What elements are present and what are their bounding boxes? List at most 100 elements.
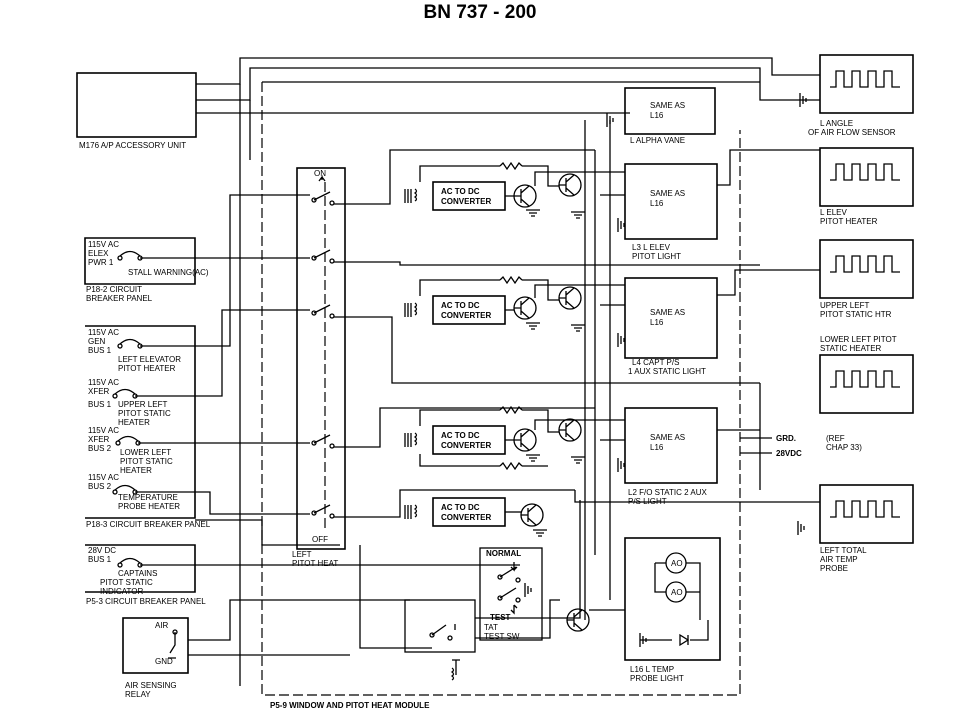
- elex-label: ELEX: [88, 249, 109, 258]
- xfer2-desc-2: PITOT STATIC: [120, 457, 173, 466]
- elev-heater-label-1: L ELEV: [820, 208, 847, 217]
- dc28-label: 28V DC: [88, 546, 116, 555]
- svg-text:SAME AS: SAME AS: [650, 189, 685, 198]
- stage-3-transistors: [419, 406, 600, 470]
- stall-warning-label: STALL WARNING(AC): [128, 268, 209, 277]
- elev-heater-label-2: PITOT HEATER: [820, 217, 878, 226]
- xfer2-desc-3: HEATER: [120, 466, 152, 475]
- tat-label-1: TAT: [484, 623, 498, 632]
- relay-label-1: AIR SENSING: [125, 681, 177, 690]
- bus2-desc-1: TEMPERATURE: [118, 493, 178, 502]
- grd-label: GRD.: [776, 434, 796, 443]
- svg-text:CONVERTER: CONVERTER: [441, 441, 491, 450]
- lower-heater-label-2: STATIC HEATER: [820, 344, 882, 353]
- xfer1-desc-1: UPPER LEFT: [118, 400, 167, 409]
- svg-text:L16 L TEMP: L16 L TEMP: [630, 665, 674, 674]
- stage-1-transistors: [419, 162, 600, 219]
- xfer1-desc-3: HEATER: [118, 418, 150, 427]
- upper-pitot-heater: [819, 239, 914, 299]
- p18-2-label-1: P18-2 CIRCUIT: [86, 285, 142, 294]
- relay-label-2: RELAY: [125, 690, 151, 699]
- l3-light-box: SAME AS L16 L3 L ELEV PITOT LIGHT: [617, 163, 718, 261]
- svg-text:L4 CAPT P/S: L4 CAPT P/S: [632, 358, 679, 367]
- bus2-115-label: 115V AC: [88, 473, 119, 482]
- left-pitot-heat-switch-box: [296, 167, 346, 550]
- svg-text:CONVERTER: CONVERTER: [441, 311, 491, 320]
- stage-4-transistor: [505, 503, 548, 537]
- svg-text:AO: AO: [671, 588, 683, 597]
- diagram-title: BN 737 - 200: [423, 2, 537, 23]
- alpha-l16: L16: [650, 111, 664, 120]
- angle-airflow-sensor: [819, 54, 914, 114]
- tat-test-transistor: [566, 608, 590, 632]
- l2-light-box: SAME AS L16 L2 F/O STATIC 2 AUX P/S LIGH…: [617, 407, 718, 506]
- lower-pitot-heater: [819, 354, 914, 414]
- tat-test-switch-box: [479, 547, 543, 641]
- svg-text:PROBE LIGHT: PROBE LIGHT: [630, 674, 684, 683]
- stage-2-transistors: [419, 276, 600, 332]
- xfer2-desc-1: LOWER LEFT: [120, 448, 171, 457]
- gen1-115-label: 115V AC: [88, 328, 119, 337]
- gen1-desc-2: PITOT HEATER: [118, 364, 176, 373]
- bus2-name-label: BUS 2: [88, 482, 112, 491]
- svg-text:SAME AS: SAME AS: [650, 433, 685, 442]
- module-label: P5-9 WINDOW AND PITOT HEAT MODULE: [270, 701, 430, 710]
- elex-pwr-label: PWR 1: [88, 258, 114, 267]
- alpha-vane-box: [624, 87, 716, 135]
- capt-label-3: INDICATOR: [100, 587, 143, 596]
- accessory-unit-label: M176 A/P ACCESSORY UNIT: [79, 141, 186, 150]
- switch-on-label: ON: [314, 169, 326, 178]
- gen1-name-label: GEN: [88, 337, 106, 346]
- converter-3: AC TO DC CONVERTER: [404, 425, 506, 455]
- relay-air-label: AIR: [155, 621, 169, 630]
- gen1-bus-label: BUS 1: [88, 346, 112, 355]
- tat-label-2: TEST SW: [484, 632, 520, 641]
- upper-heater-label-1: UPPER LEFT: [820, 301, 869, 310]
- capt-label-2: PITOT STATIC: [100, 578, 153, 587]
- p18-3-label: P18-3 CIRCUIT BREAKER PANEL: [86, 520, 211, 529]
- alpha-same: SAME AS: [650, 101, 685, 110]
- svg-text:AC TO DC: AC TO DC: [441, 431, 480, 440]
- switch-off-label: OFF: [312, 535, 328, 544]
- gen1-desc-1: LEFT ELEVATOR: [118, 355, 181, 364]
- elex-115-label: 115V AC: [88, 240, 119, 249]
- alpha-vane-label: L ALPHA VANE: [630, 136, 685, 145]
- svg-text:AC TO DC: AC TO DC: [441, 301, 480, 310]
- accessory-unit-box: [76, 72, 197, 138]
- svg-text:L16: L16: [650, 199, 664, 208]
- ref-label-1: (REF: [826, 434, 845, 443]
- left-pitot-label-1: LEFT: [292, 550, 312, 559]
- tat-probe-label-3: PROBE: [820, 564, 848, 573]
- angle-sensor-label-1: L ANGLE: [820, 119, 853, 128]
- xfer2-name-label: XFER: [88, 435, 110, 444]
- xfer1-breaker: [112, 388, 138, 399]
- svg-text:CONVERTER: CONVERTER: [441, 197, 491, 206]
- bus2-desc-2: PROBE HEATER: [118, 502, 180, 511]
- xfer1-115-label: 115V AC: [88, 378, 119, 387]
- capt-label-1: CAPTAINS: [118, 569, 157, 578]
- svg-text:1 AUX STATIC LIGHT: 1 AUX STATIC LIGHT: [628, 367, 706, 376]
- svg-text:AC TO DC: AC TO DC: [441, 187, 480, 196]
- svg-text:L16: L16: [650, 318, 664, 327]
- svg-text:AO: AO: [671, 559, 683, 568]
- upper-heater-label-2: PITOT STATIC HTR: [820, 310, 892, 319]
- svg-text:AC TO DC: AC TO DC: [441, 503, 480, 512]
- xfer1-name-label: XFER: [88, 387, 110, 396]
- converter-2: AC TO DC CONVERTER: [404, 295, 506, 325]
- dc-bus-label: BUS 1: [88, 555, 112, 564]
- gen1-breaker: [117, 338, 143, 349]
- angle-sensor-label-2: OF AIR FLOW SENSOR: [808, 128, 896, 137]
- xfer1-bus-label: BUS 1: [88, 400, 112, 409]
- svg-text:CONVERTER: CONVERTER: [441, 513, 491, 522]
- dc-breaker: [117, 557, 143, 568]
- xfer2-bus-label: BUS 2: [88, 444, 112, 453]
- normal-label: NORMAL: [486, 549, 521, 558]
- tat-probe: [819, 484, 914, 544]
- converter-4: AC TO DC CONVERTER: [404, 497, 506, 527]
- xfer2-115-label: 115V AC: [88, 426, 119, 435]
- elex-breaker: [117, 250, 143, 261]
- relay-gnd-label: GND: [155, 657, 173, 666]
- tat-probe-label-1: LEFT TOTAL: [820, 546, 867, 555]
- l4-light-box: SAME AS L16 L4 CAPT P/S 1 AUX STATIC LIG…: [617, 277, 718, 376]
